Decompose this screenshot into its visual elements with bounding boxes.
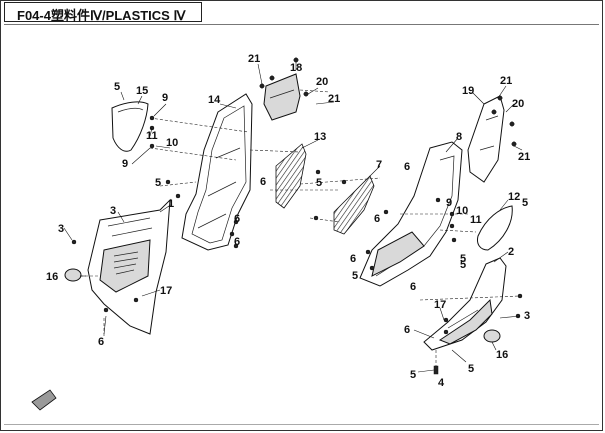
callout-10: 10: [166, 137, 178, 149]
callout-6: 6: [234, 236, 240, 248]
callout-21: 21: [328, 93, 340, 105]
callout-3: 3: [524, 310, 530, 322]
callout-16: 16: [46, 271, 58, 283]
callout-17: 17: [434, 299, 446, 311]
callout-11: 11: [470, 214, 482, 226]
callout-3: 3: [58, 223, 64, 235]
callout-8: 8: [456, 131, 462, 143]
callout-15: 15: [136, 85, 148, 97]
callout-4: 4: [438, 377, 445, 389]
callout-9: 9: [162, 92, 168, 104]
part-1-left-front-panel: [87, 198, 171, 335]
callout-5: 5: [155, 177, 161, 189]
callout-6: 6: [98, 336, 104, 348]
callout-18: 18: [290, 62, 302, 74]
part-16-round-plug-right: [483, 329, 501, 343]
page-title: F04-4塑料件Ⅳ/PLASTICS Ⅳ: [17, 8, 186, 23]
callout-7: 7: [376, 159, 382, 171]
callout-20: 20: [512, 98, 524, 110]
callout-9: 9: [122, 158, 128, 170]
callout-3: 3: [110, 205, 116, 217]
callout-10: 10: [456, 205, 468, 217]
callout-6: 6: [260, 176, 266, 188]
part-15-left-side-cover: [111, 101, 149, 152]
callout-5: 5: [410, 369, 416, 381]
callout-5: 5: [352, 270, 358, 282]
callout-5: 5: [468, 363, 474, 375]
callout-16: 16: [496, 349, 508, 361]
callout-13: 13: [314, 131, 326, 143]
part-13-mesh-grille: [275, 143, 307, 209]
callout-21: 21: [248, 53, 260, 65]
callout-5: 5: [460, 259, 466, 271]
part-7-mesh-grille: [333, 175, 375, 235]
callout-9: 9: [446, 197, 452, 209]
leader-lines: [63, 62, 523, 373]
fasteners: [71, 57, 523, 375]
callout-12: 12: [508, 191, 520, 203]
part-19-right-side-cover: [467, 95, 505, 183]
part-2-lower-right-panel: [423, 257, 507, 351]
callout-6: 6: [404, 161, 410, 173]
title-divider: [4, 24, 599, 25]
callout-5: 5: [460, 253, 466, 265]
callout-2: 2: [508, 246, 514, 258]
callout-numbers: 5 15 9 11 10 9 14 21 18 20 21 13 5 1 6 5…: [46, 53, 530, 389]
callout-6: 6: [374, 213, 380, 225]
callout-11: 11: [146, 130, 158, 142]
callout-6: 6: [410, 281, 416, 293]
title-box: F04-4塑料件Ⅳ/PLASTICS Ⅳ: [4, 2, 202, 23]
callout-20: 20: [316, 76, 328, 88]
bottom-divider: [4, 424, 599, 425]
callout-21: 21: [518, 151, 530, 163]
part-16-round-plug-left: [64, 268, 82, 282]
callout-5: 5: [522, 197, 528, 209]
part-12-right-small-cover: [477, 205, 513, 251]
callout-21: 21: [500, 75, 512, 87]
orientation-decal: [31, 389, 57, 411]
callout-14: 14: [208, 94, 221, 106]
callout-19: 19: [462, 85, 474, 97]
callout-6: 6: [404, 324, 410, 336]
part-18-bracket: [263, 73, 301, 121]
part-14-left-frame-panel: [181, 93, 253, 251]
callout-5: 5: [114, 81, 120, 93]
callout-6: 6: [234, 213, 240, 225]
callout-6: 6: [350, 253, 356, 265]
callout-17: 17: [160, 285, 172, 297]
callout-1: 1: [168, 198, 174, 210]
callout-5: 5: [316, 177, 322, 189]
part-1-vent-slots: [113, 251, 139, 275]
